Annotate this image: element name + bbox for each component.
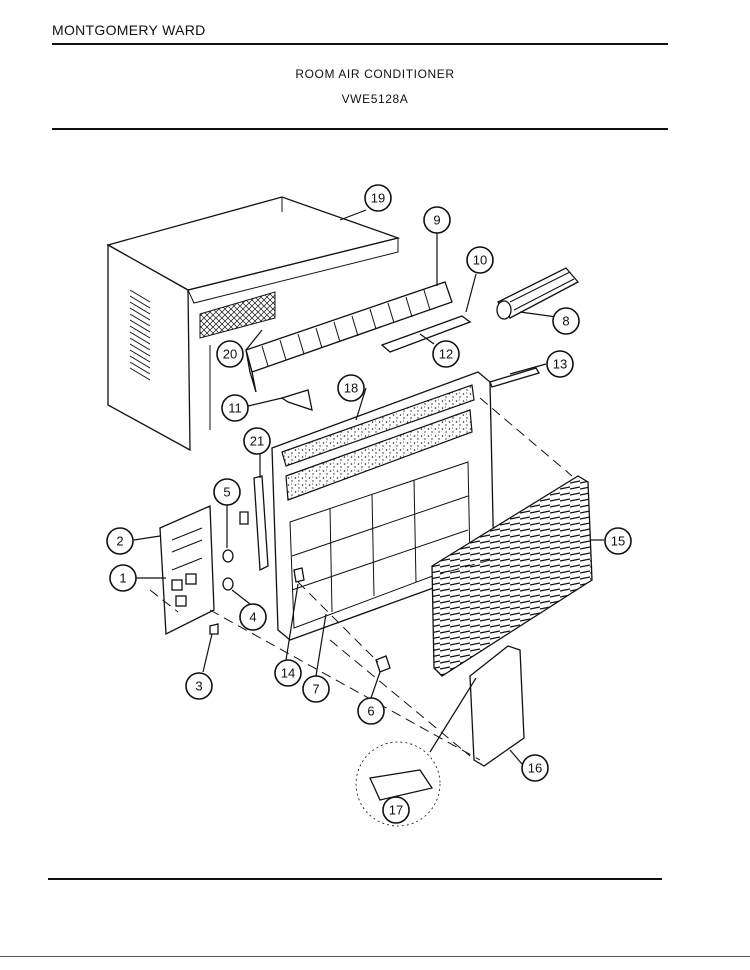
callout-label: 16 bbox=[528, 761, 542, 776]
callout-3: 3 bbox=[185, 672, 213, 700]
callout-11: 11 bbox=[221, 394, 249, 422]
callout-12: 12 bbox=[432, 340, 460, 368]
callout-19: 19 bbox=[364, 184, 392, 212]
callout-8: 8 bbox=[552, 307, 580, 335]
callout-label: 3 bbox=[195, 679, 202, 694]
clip-part bbox=[209, 623, 219, 635]
diagram-title: ROOM AIR CONDITIONER bbox=[295, 67, 455, 81]
tray-part bbox=[253, 475, 269, 572]
callout-label: 19 bbox=[371, 191, 385, 206]
callout-label: 2 bbox=[116, 534, 123, 549]
detail-inset bbox=[355, 741, 441, 827]
callout-1: 1 bbox=[109, 564, 137, 592]
callout-14: 14 bbox=[274, 659, 302, 687]
callout-label: 6 bbox=[367, 704, 374, 719]
callout-label: 13 bbox=[553, 357, 567, 372]
callout-label: 15 bbox=[611, 534, 625, 549]
callout-label: 7 bbox=[312, 682, 319, 697]
louver-assembly-part bbox=[245, 281, 453, 393]
knob-part bbox=[222, 577, 234, 591]
callout-13: 13 bbox=[546, 350, 574, 378]
callout-label: 1 bbox=[119, 571, 126, 586]
callout-label: 4 bbox=[249, 610, 256, 625]
callout-label: 17 bbox=[389, 803, 403, 818]
callout-label: 20 bbox=[223, 347, 237, 362]
blower-wheel-part bbox=[496, 267, 580, 320]
screw-part bbox=[375, 655, 391, 673]
callout-21: 21 bbox=[243, 427, 271, 455]
leader-lines bbox=[133, 209, 604, 765]
link-bar-part bbox=[380, 315, 472, 353]
callout-10: 10 bbox=[466, 246, 494, 274]
callout-18: 18 bbox=[337, 374, 365, 402]
callout-4: 4 bbox=[239, 603, 267, 631]
callout-20: 20 bbox=[216, 340, 244, 368]
callout-label: 5 bbox=[223, 485, 230, 500]
header-rule-top bbox=[52, 43, 668, 45]
callout-16: 16 bbox=[521, 754, 549, 782]
assembly-guide-lines bbox=[149, 397, 573, 761]
grille-part bbox=[431, 475, 593, 677]
footer-rule bbox=[48, 878, 662, 880]
rod-part bbox=[489, 367, 540, 388]
brand-name: MONTGOMERY WARD bbox=[52, 22, 206, 38]
callout-7: 7 bbox=[302, 675, 330, 703]
callout-label: 10 bbox=[473, 253, 487, 268]
callout-label: 21 bbox=[250, 434, 264, 449]
callout-9: 9 bbox=[423, 206, 451, 234]
page-bottom-rule bbox=[0, 956, 750, 957]
knob-part bbox=[222, 549, 234, 563]
callout-label: 11 bbox=[228, 401, 242, 416]
callout-label: 12 bbox=[439, 347, 453, 362]
cabinet-part bbox=[106, 196, 401, 452]
callout-15: 15 bbox=[604, 527, 632, 555]
model-number: VWE5128A bbox=[341, 92, 409, 106]
knob-14-part bbox=[293, 567, 305, 583]
callout-label: 14 bbox=[281, 666, 295, 681]
link-part bbox=[280, 389, 313, 411]
callout-label: 9 bbox=[433, 213, 440, 228]
control-door-part bbox=[469, 645, 525, 767]
header-rule-bottom bbox=[52, 128, 668, 130]
callout-label: 8 bbox=[562, 314, 569, 329]
callout-17: 17 bbox=[382, 796, 410, 824]
control-panel-part bbox=[159, 505, 215, 636]
callout-5: 5 bbox=[213, 478, 241, 506]
callout-6: 6 bbox=[357, 697, 385, 725]
callout-label: 18 bbox=[344, 381, 358, 396]
callout-2: 2 bbox=[106, 527, 134, 555]
